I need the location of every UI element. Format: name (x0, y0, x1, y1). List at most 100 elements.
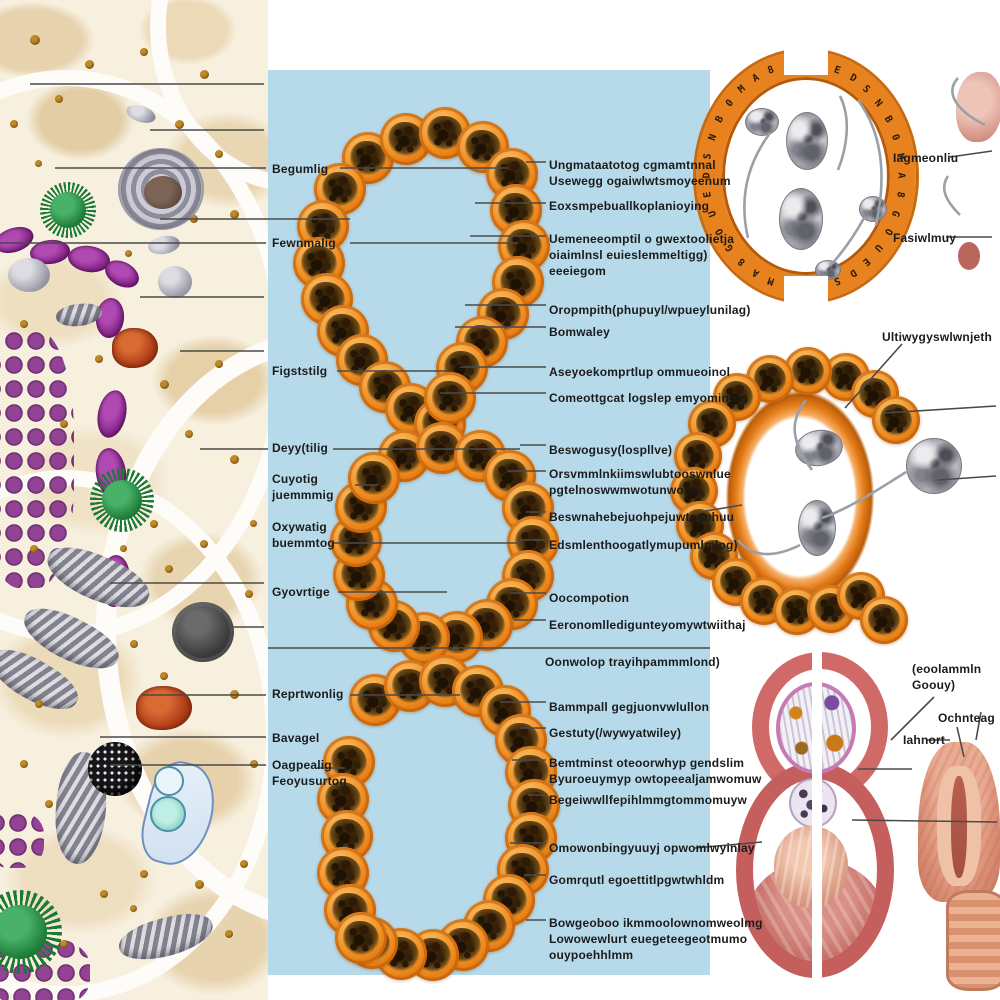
dark-sphere-cell (172, 602, 234, 662)
brown-dot-cell (140, 48, 148, 56)
label-mid-10: Edsmlenthoogatlymupumlmlog) (549, 538, 738, 552)
embryo-textured-cell (798, 500, 836, 556)
label-mid-17: Begeiwwllfepihlmmgtommomuyw (549, 793, 748, 807)
brown-dot-cell (125, 250, 132, 257)
label-mid-11: Oocompotion (549, 591, 630, 605)
label-mid-14: Bammpall gegjuonvwlullon (549, 700, 710, 714)
brown-dot-cell (95, 355, 103, 363)
brown-dot-cell (245, 590, 253, 598)
label-left-0: Begumlig (272, 162, 329, 176)
brown-dot-cell (230, 690, 239, 699)
uterus-frontal-canal (951, 776, 967, 878)
label-left-3: Deyy(tilig (272, 441, 329, 455)
brown-dot-cell (85, 60, 94, 69)
brown-dot-cell (120, 545, 127, 552)
brown-dot-cell (185, 430, 193, 438)
vagina-ribbed-tube (946, 890, 1000, 991)
oocyte-textured-oval (779, 188, 823, 250)
label-left-7: Reprtwonlig (272, 687, 344, 701)
brown-dot-cell (225, 930, 233, 938)
red-textured-cell (112, 328, 158, 368)
purple-cell-cluster (0, 812, 44, 868)
label-right-1: Fasiwlmuy (893, 231, 957, 245)
label-left-5: Oxywatig buemmtog (272, 520, 335, 550)
ovary-organ-partial (956, 72, 1000, 142)
brown-dot-cell (190, 215, 198, 223)
label-mid-12: Eeronomlledigunteyomywtwiithaj (549, 618, 746, 632)
label-mid-0: Ungmataatotog cgmamtnnal Usewegg ogaiwlw… (549, 158, 731, 188)
cell-nucleus (879, 404, 913, 436)
brown-dot-cell (250, 520, 257, 527)
cell-nucleus (356, 460, 392, 496)
brown-dot-cell (200, 70, 209, 79)
brown-dot-cell (130, 640, 138, 648)
label-mid-20: Bowgeoboo ikmmoolownomweolmg Lowowewlurt… (549, 916, 763, 962)
brown-dot-cell (35, 160, 42, 167)
gray-snail-organism (8, 258, 50, 292)
label-mid-7: Beswogusy(lospllve) (549, 443, 673, 457)
sperm-tail (943, 175, 961, 216)
brown-dot-cell (150, 520, 158, 528)
brown-dot-cell (140, 870, 148, 878)
cell-nucleus (343, 920, 379, 956)
brown-dot-cell (165, 565, 173, 573)
cell-nucleus (681, 440, 715, 472)
cell-nucleus (791, 355, 825, 387)
brown-dot-cell (230, 455, 239, 464)
label-mid-15: Gestuty(/wywyatwiley) (549, 726, 682, 740)
brown-dot-cell (20, 760, 28, 768)
label-mid-6: Comeottgcat logslep emyomining (549, 391, 748, 405)
cell-nucleus (432, 380, 468, 416)
mottled-sphere (158, 266, 192, 298)
label-right-3: (eoolammln Goouy) (912, 662, 982, 692)
brown-dot-cell (195, 880, 204, 889)
label-mid-19: Gomrqutl egoettitlpgwtwhldm (549, 873, 725, 887)
implanting-blastocyst-mass (774, 826, 848, 908)
brown-dot-cell (215, 150, 223, 158)
brown-dot-cell (230, 210, 239, 219)
red-spiky-blob (136, 686, 192, 730)
organism-nucleus (150, 796, 186, 832)
orange-cell (424, 372, 476, 424)
label-mid-3: Oropmpith(phupuyl/wpueylunilag) (549, 303, 751, 317)
brown-dot-cell (160, 380, 169, 389)
sperm-head (745, 108, 779, 136)
organism-vesicle (154, 766, 184, 796)
label-mid-5: Aseyoekomprtlup ommueoinol (549, 365, 731, 379)
label-mid-18: Omowonbingyuuyj opwomlwyinlay (549, 841, 755, 855)
brown-dot-cell (240, 860, 248, 868)
label-mid-16: Bemtminst oteoorwhyp gendslim Byuroeuymy… (549, 756, 762, 786)
label-left-9: Oagpealig Feoyusurtog (272, 758, 347, 788)
ring-glyph: A (895, 172, 907, 179)
label-mid-1: Eoxsmpebuallkoplanioying (549, 199, 710, 213)
brown-dot-cell (60, 940, 68, 948)
label-left-8: Bavagel (272, 731, 320, 745)
sperm-head (859, 196, 887, 222)
brown-dot-cell (130, 905, 137, 912)
orange-cell (348, 452, 400, 504)
coiled-worm (118, 148, 204, 230)
label-left-6: Gyovrtige (272, 585, 330, 599)
label-left-2: Figststilg (272, 364, 328, 378)
tissue-cell-collage (0, 0, 268, 1000)
green-spiky-virus (40, 182, 96, 238)
orange-cell (872, 396, 920, 444)
brown-dot-cell (45, 800, 53, 808)
label-mid-4: Bomwaley (549, 325, 610, 339)
brown-dot-cell (200, 540, 208, 548)
ring-gap-top (784, 48, 828, 75)
cell-nucleus (388, 121, 424, 157)
orange-cell (860, 596, 908, 644)
orange-cell (335, 912, 387, 964)
brown-dot-cell (215, 360, 223, 368)
label-mid-9: Beswnahebejuohpejuwtegohuu (549, 510, 735, 524)
label-mid-13: Oonwolop trayihpammmlond) (545, 655, 720, 669)
organ-opening (958, 242, 980, 270)
large-oocyte-sphere (906, 438, 962, 494)
label-right-0: Iagmeonliu (893, 151, 959, 165)
honeycomb-sphere (88, 742, 142, 796)
brown-dot-cell (55, 95, 63, 103)
label-left-1: Fewnmalig (272, 236, 336, 250)
cell-nucleus (867, 604, 901, 636)
label-right-2: Ultiwygyswlwnjeth (882, 330, 993, 344)
